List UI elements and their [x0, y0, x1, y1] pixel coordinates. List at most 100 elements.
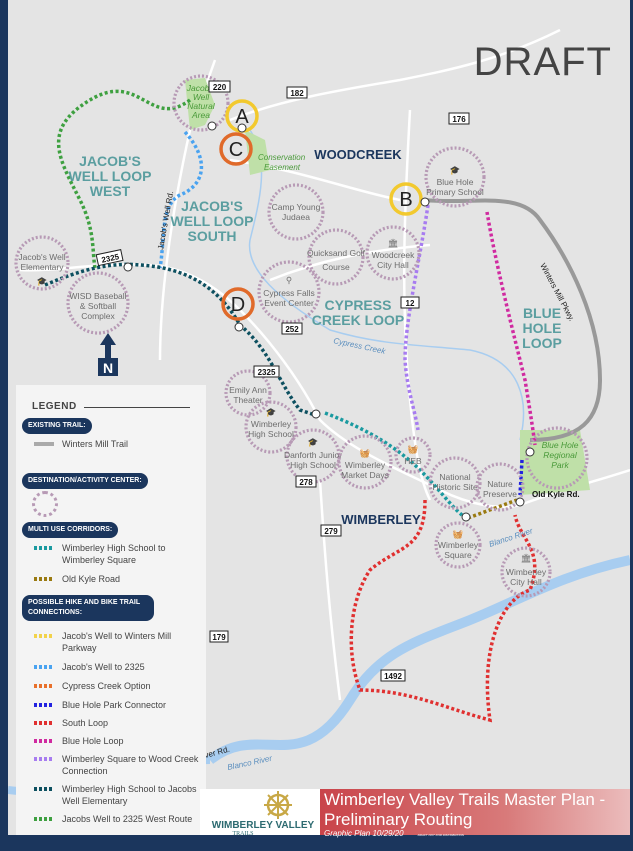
svg-text:Nature: Nature: [487, 479, 513, 489]
school-icon: 🎓: [308, 437, 319, 447]
trail-blue-hole-loop: [485, 211, 537, 446]
svg-text:279: 279: [324, 527, 338, 536]
legend-title: LEGEND: [32, 401, 77, 412]
legend-item: Wimberley Square to Wood Creek Connectio…: [34, 753, 204, 777]
legend-item: Jacob's Well to 2325: [34, 661, 204, 673]
svg-text:Blue Hole: Blue Hole: [437, 177, 474, 187]
svg-text:B: B: [399, 189, 412, 211]
legend-item: Jacobs Well to 2325 West Route: [34, 813, 204, 825]
draft-notice: DRAFT NOT FOR DISTRIBUTION: [417, 833, 464, 837]
destination-heb[interactable]: 🧺 HEB: [394, 436, 432, 474]
svg-text:WEST: WEST: [90, 183, 131, 199]
shield-220: 220: [208, 80, 231, 93]
svg-text:Market Days: Market Days: [341, 470, 389, 480]
svg-text:Judaea: Judaea: [282, 212, 310, 222]
destination-blue-hole-regional-park[interactable]: Blue Hole Regional Park: [525, 426, 589, 490]
natural-area: [185, 78, 215, 130]
svg-text:Easement: Easement: [264, 163, 301, 172]
shield-278: 278: [295, 475, 317, 488]
svg-text:220: 220: [213, 83, 227, 92]
svg-text:Blue Hole: Blue Hole: [542, 440, 579, 450]
draft-watermark: DRAFT: [473, 40, 612, 84]
shield-252: 252: [281, 322, 303, 335]
svg-text:WOODCREEK: WOODCREEK: [314, 147, 402, 162]
svg-text:HEB: HEB: [404, 456, 422, 466]
legend-item: Blue Hole Park Connector: [34, 699, 204, 711]
svg-text:HOLE: HOLE: [523, 320, 562, 336]
svg-text:Natural: Natural: [187, 101, 216, 111]
road-shields: 220 182 176 2325 252 2325 12 278 279 149…: [95, 80, 470, 682]
title-banner: Wimberley Valley Trails Master Plan - Pr…: [320, 789, 630, 838]
svg-text:A: A: [235, 106, 249, 128]
legend-item: South Loop: [34, 717, 204, 729]
svg-text:Wimberley: Wimberley: [345, 460, 386, 470]
swatch-hs-to-square: [34, 546, 54, 550]
shield-279: 279: [320, 524, 342, 537]
svg-text:High School: High School: [290, 460, 336, 470]
school-icon: 🎓: [266, 407, 277, 417]
basket-icon: 🧺: [408, 444, 419, 454]
svg-text:Camp Young: Camp Young: [272, 202, 321, 212]
svg-text:WIMBERLEY VALLEY: WIMBERLEY VALLEY: [212, 820, 315, 831]
divider: [84, 407, 190, 408]
svg-text:Historic Site: Historic Site: [432, 482, 478, 492]
trail-wimberley-square-to-woodcreek: [403, 204, 430, 431]
legend-destination-heading: DESTINATION/ACTIVITY CENTER:: [22, 473, 148, 489]
wimberley-valley-trails-logo: WIMBERLEY VALLEY TRAILS: [212, 791, 315, 835]
svg-text:Park: Park: [551, 460, 569, 470]
svg-text:JACOB'S: JACOB'S: [79, 153, 141, 169]
svg-text:Primary School: Primary School: [426, 187, 484, 197]
shield-12: 12: [400, 296, 420, 309]
plan-title: Wimberley Valley Trails Master Plan -: [324, 790, 606, 809]
svg-text:CYPRESS: CYPRESS: [325, 297, 392, 313]
basket-icon: 🧺: [360, 448, 371, 458]
svg-text:182: 182: [290, 89, 304, 98]
building-icon: 🏛: [521, 553, 532, 563]
svg-text:Emily Ann: Emily Ann: [229, 385, 267, 395]
shield-182: 182: [286, 86, 308, 99]
svg-text:Old Kyle Rd.: Old Kyle Rd.: [532, 490, 580, 499]
svg-text:High School: High School: [248, 429, 294, 439]
school-icon: 🎓: [450, 165, 461, 175]
svg-text:Regional: Regional: [543, 450, 578, 460]
svg-text:WELL LOOP: WELL LOOP: [171, 213, 254, 229]
marker-b[interactable]: B: [389, 182, 423, 216]
svg-text:JACOB'S: JACOB'S: [181, 198, 243, 214]
svg-text:176: 176: [452, 115, 466, 124]
svg-text:Complex: Complex: [81, 311, 115, 321]
svg-text:CREEK LOOP: CREEK LOOP: [312, 312, 405, 328]
svg-text:252: 252: [285, 325, 299, 334]
svg-text:SOUTH: SOUTH: [188, 228, 237, 244]
svg-text:Blanco River: Blanco River: [227, 754, 274, 772]
marker-d[interactable]: D: [221, 287, 255, 321]
svg-text:Jacob's: Jacob's: [186, 83, 216, 93]
conservation-easement-area: [245, 130, 270, 175]
trail-south-loop: [349, 499, 537, 723]
marker-c[interactable]: C: [219, 132, 253, 166]
destination-jacobs-well-natural-area[interactable]: Jacob's Well Natural Area: [172, 74, 230, 132]
svg-text:& Softball: & Softball: [80, 301, 116, 311]
svg-text:Event Center: Event Center: [264, 298, 314, 308]
legend-existing-heading: EXISTING TRAIL:: [22, 418, 92, 434]
legend-item: Cypress Creek Option: [34, 680, 204, 692]
svg-text:TRAILS: TRAILS: [233, 831, 254, 835]
svg-text:179: 179: [212, 633, 226, 642]
svg-text:Conservation: Conservation: [258, 153, 306, 162]
legend-item: Jacob's Well to Winters Mill Parkway: [34, 630, 204, 654]
